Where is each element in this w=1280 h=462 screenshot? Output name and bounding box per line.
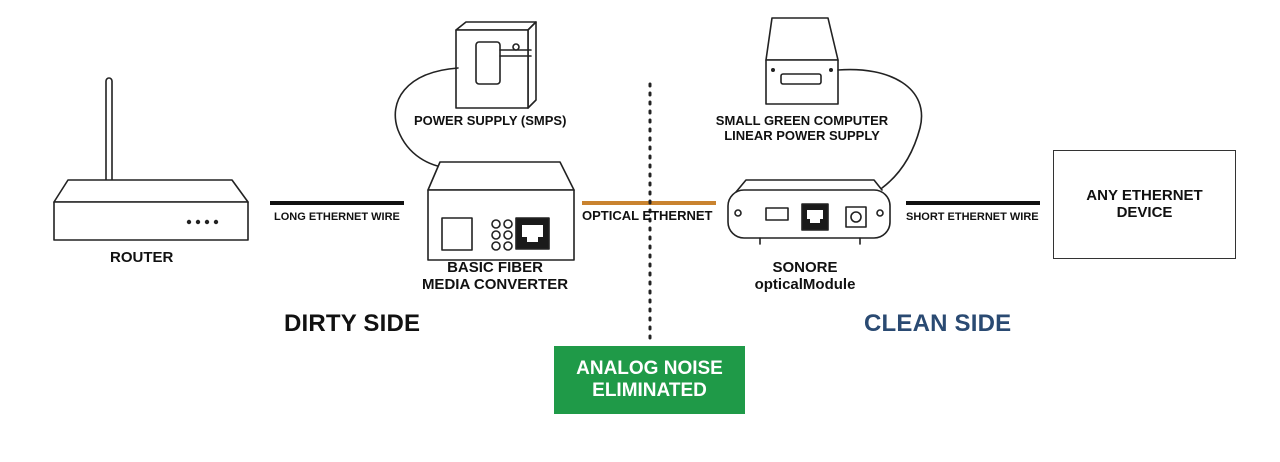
long-wire-label: LONG ETHERNET WIRE xyxy=(274,211,400,223)
optical-ethernet-label: OPTICAL ETHERNET xyxy=(582,208,713,223)
ethernet-device-box: ANY ETHERNET DEVICE xyxy=(1053,150,1236,259)
smps-power-cable xyxy=(394,67,459,169)
noise-badge-line1: ANALOG NOISE xyxy=(576,358,723,380)
power-supply-label: POWER SUPPLY (SMPS) xyxy=(414,113,567,128)
fiber-converter-label: BASIC FIBER MEDIA CONVERTER xyxy=(400,259,590,294)
linear-psu-label-line2: LINEAR POWER SUPPLY xyxy=(724,127,880,143)
linear-psu-label: SMALL GREEN COMPUTER LINEAR POWER SUPPLY xyxy=(705,113,899,143)
optical-module-icon xyxy=(727,179,891,245)
short-wire-label: SHORT ETHERNET WIRE xyxy=(906,211,1039,223)
optical-module-label-line1: SONORE xyxy=(772,259,838,276)
linear-psu-label-line1: SMALL GREEN COMPUTER xyxy=(715,113,889,128)
optical-module-label: SONORE opticalModule xyxy=(720,259,890,294)
fiber-converter-label-line2: MEDIA CONVERTER xyxy=(421,275,569,293)
router-icon xyxy=(53,77,249,241)
router-label: ROUTER xyxy=(110,249,174,266)
fiber-converter-icon xyxy=(427,161,575,261)
dirty-side-label: DIRTY SIDE xyxy=(284,310,421,337)
optical-module-label-line2: opticalModule xyxy=(754,275,856,293)
lps-power-cable xyxy=(837,68,923,189)
ethernet-device-label-line2: DEVICE xyxy=(1116,203,1173,221)
noise-badge-line2: ELIMINATED xyxy=(592,380,707,401)
power-supply-icon xyxy=(455,21,537,109)
clean-side-label: CLEAN SIDE xyxy=(864,310,1012,337)
analog-noise-badge: ANALOG NOISE ELIMINATED xyxy=(554,346,745,414)
ethernet-device-label-line1: ANY ETHERNET xyxy=(1086,187,1203,205)
fiber-converter-label-line1: BASIC FIBER xyxy=(447,259,543,276)
linear-psu-icon xyxy=(765,17,839,105)
